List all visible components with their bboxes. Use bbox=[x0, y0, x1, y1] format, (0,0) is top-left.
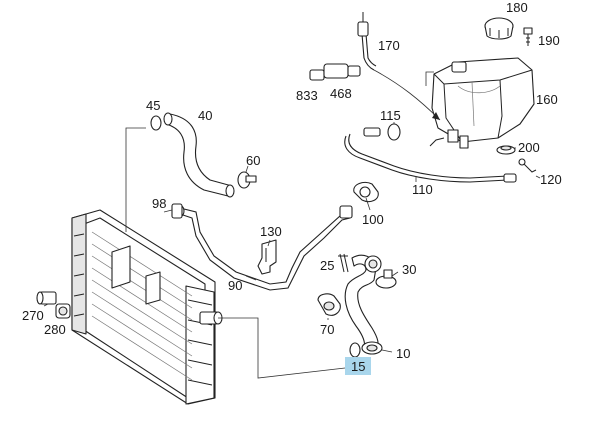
callout-70: 70 bbox=[320, 322, 334, 337]
callout-15-highlight-box bbox=[345, 357, 371, 375]
breather-hose-part-170 bbox=[357, 12, 377, 71]
radiator bbox=[71, 209, 223, 405]
callout-60: 60 bbox=[246, 153, 260, 168]
seal-part-280 bbox=[55, 303, 71, 319]
connector-part-98 bbox=[171, 203, 183, 219]
callout-170: 170 bbox=[378, 38, 400, 53]
vent-hose-part-110 bbox=[344, 133, 517, 183]
callout-280: 280 bbox=[44, 322, 66, 337]
grommet-part-200 bbox=[496, 145, 516, 155]
bolt-part-190 bbox=[523, 27, 533, 46]
sensor-part-270 bbox=[36, 291, 57, 305]
callout-115: 115 bbox=[380, 108, 401, 123]
o-ring-part-115 bbox=[387, 123, 401, 141]
callout-15: 15 bbox=[351, 359, 365, 374]
callout-110: 110 bbox=[412, 182, 433, 197]
callout-10: 10 bbox=[396, 346, 410, 361]
callout-120: 120 bbox=[540, 172, 562, 187]
callout-270: 270 bbox=[22, 308, 44, 323]
callout-labels: 180 190 170 833 468 160 115 200 120 110 … bbox=[22, 0, 562, 361]
callout-25: 25 bbox=[320, 258, 334, 273]
callout-15-highlighted[interactable]: 15 bbox=[345, 357, 371, 375]
leader-lines bbox=[43, 69, 541, 379]
callout-190: 190 bbox=[538, 33, 560, 48]
connector-part-468 bbox=[323, 63, 361, 79]
callout-180: 180 bbox=[506, 0, 528, 15]
callout-90: 90 bbox=[228, 278, 242, 293]
callout-30: 30 bbox=[402, 262, 416, 277]
callout-200: 200 bbox=[518, 140, 540, 155]
callout-833: 833 bbox=[296, 88, 318, 103]
o-ring-part-45 bbox=[150, 115, 162, 131]
callout-100: 100 bbox=[362, 212, 384, 227]
callout-468: 468 bbox=[330, 86, 352, 101]
clamp-part-60 bbox=[237, 171, 257, 189]
o-ring-part-15 bbox=[349, 342, 361, 358]
hose-connector-115 bbox=[363, 127, 381, 137]
lower-hose-part-10 bbox=[344, 254, 383, 355]
callout-160: 160 bbox=[536, 92, 558, 107]
callout-98: 98 bbox=[152, 196, 166, 211]
clamp-part-70 bbox=[317, 293, 341, 316]
clamp-part-30 bbox=[375, 269, 397, 289]
upper-hose-part-40 bbox=[163, 112, 235, 198]
callout-130: 130 bbox=[260, 224, 282, 239]
cap-part-180 bbox=[484, 17, 514, 40]
bracket-part-130 bbox=[257, 239, 277, 275]
clamp-part-120 bbox=[518, 158, 537, 173]
callout-45: 45 bbox=[146, 98, 160, 113]
callout-40: 40 bbox=[198, 108, 212, 123]
expansion-tank-part-160 bbox=[431, 57, 535, 149]
clip-part-25 bbox=[338, 253, 349, 273]
